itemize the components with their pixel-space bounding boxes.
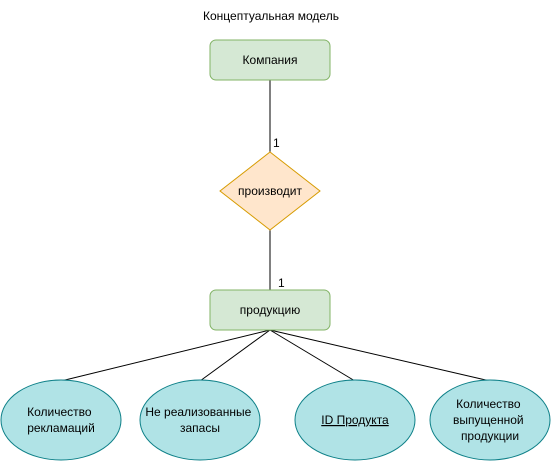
attribute-label: ID Продукта (321, 413, 389, 427)
relationship-label: производит (238, 184, 302, 198)
entity-product-label: продукцию (240, 303, 300, 317)
attribute-product-id[interactable]: ID Продукта (294, 379, 416, 461)
attribute-unsold-stock[interactable]: Не реализованные запасы (139, 379, 261, 461)
diagram-title: Концептуальная модель (203, 9, 339, 23)
cardinality-label-top: 1 (273, 136, 280, 150)
connector-product-attr-1 (60, 329, 271, 382)
attribute-label: Не реализованные запасы (145, 405, 254, 435)
connector-product-attr-3 (269, 329, 356, 382)
connector-product-attr-4 (269, 329, 491, 382)
attribute-produced-count[interactable]: Количество выпущенной продукции (429, 379, 551, 461)
entity-product[interactable]: продукцию (209, 289, 331, 331)
cardinality-label-bottom: 1 (278, 276, 285, 290)
entity-company-label: Компания (243, 53, 298, 67)
attribute-label: Количество рекламаций (27, 405, 95, 435)
connector-product-attr-2 (199, 329, 271, 382)
relationship-produces[interactable]: производит (219, 151, 321, 231)
entity-company[interactable]: Компания (209, 39, 331, 81)
attribute-complaints-count[interactable]: Количество рекламаций (0, 379, 122, 461)
attribute-label: Количество выпущенной продукции (453, 397, 527, 443)
